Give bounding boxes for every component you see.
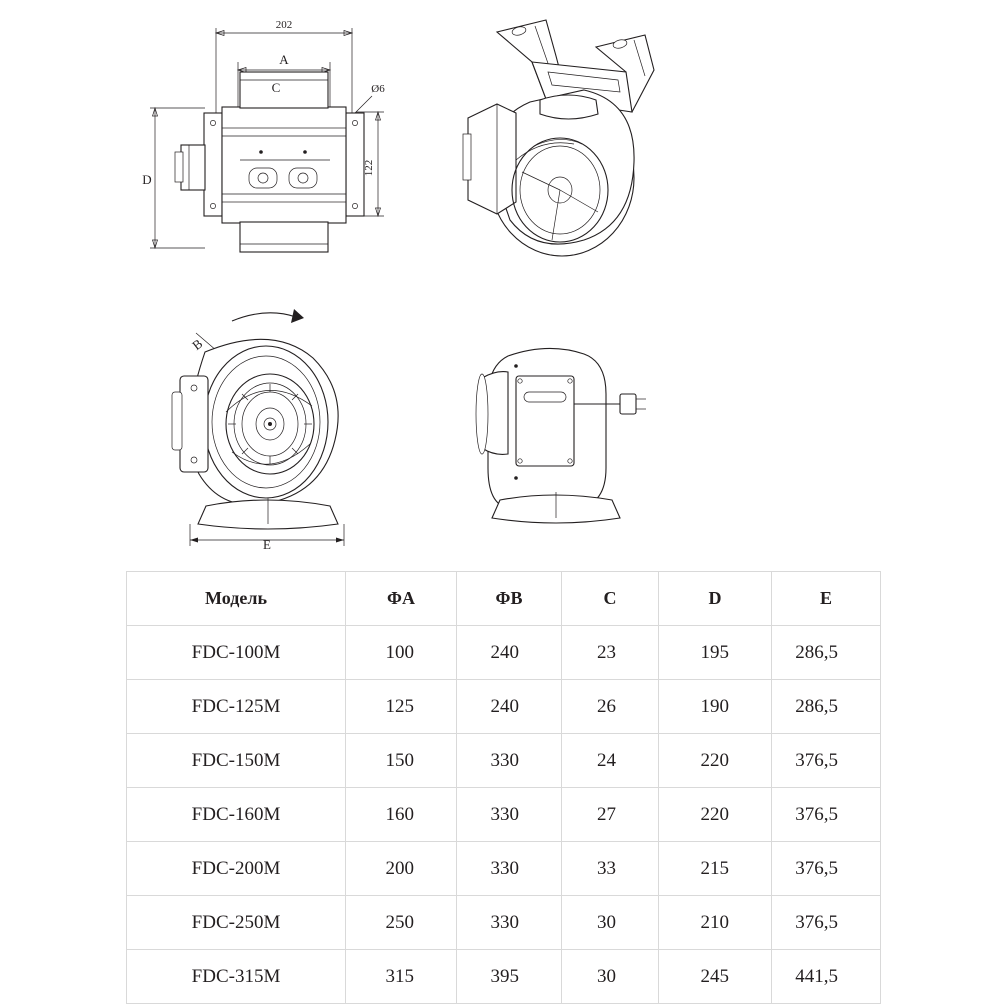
cell-d: 190: [658, 679, 772, 734]
table-row: FDC-125M 125 240 26 190 286,5: [126, 679, 881, 734]
view-front: B E: [171, 309, 345, 552]
cell-phi-a: 100: [345, 625, 457, 680]
spec-table-wrapper: Модель ΦА ΦВ C D E FDC-100M 100 240 23 1…: [126, 571, 881, 1004]
view-rear: [475, 347, 646, 524]
cell-phi-a: 160: [345, 787, 457, 842]
cell-phi-a: 125: [345, 679, 457, 734]
dim-d6-label: Ø6: [371, 83, 385, 95]
view-isometric: [462, 19, 655, 257]
cell-phi-b: 330: [456, 787, 562, 842]
spec-table: Модель ΦА ΦВ C D E FDC-100M 100 240 23 1…: [126, 571, 881, 1004]
cell-c: 27: [561, 787, 659, 842]
cell-e: 376,5: [771, 733, 881, 788]
col-header-model: Модель: [126, 571, 346, 626]
cell-model: FDC-315M: [126, 949, 346, 1004]
cell-c: 23: [561, 625, 659, 680]
cell-phi-a: 250: [345, 895, 457, 950]
dim-202-label: 202: [276, 19, 293, 31]
dim-d-label: D: [142, 172, 151, 187]
table-row: FDC-315M 315 395 30 245 441,5: [126, 949, 881, 1004]
view-top: 202 A C Ø6 D 122: [142, 19, 385, 253]
dim-c-label: C: [272, 80, 281, 95]
cell-phi-b: 330: [456, 895, 562, 950]
dim-e-label: E: [263, 537, 271, 552]
cell-phi-b: 330: [456, 733, 562, 788]
cell-phi-b: 330: [456, 841, 562, 896]
cell-model: FDC-250M: [126, 895, 346, 950]
cell-phi-a: 315: [345, 949, 457, 1004]
col-header-phi-a: ΦА: [345, 571, 457, 626]
cell-e: 441,5: [771, 949, 881, 1004]
cell-phi-a: 150: [345, 733, 457, 788]
cell-model: FDC-150M: [126, 733, 346, 788]
cell-phi-b: 240: [456, 625, 562, 680]
cell-c: 30: [561, 895, 659, 950]
col-header-e: E: [771, 571, 881, 626]
cell-e: 376,5: [771, 787, 881, 842]
technical-drawings-area: 202 A C Ø6 D 122: [142, 19, 655, 552]
cell-c: 24: [561, 733, 659, 788]
dim-b-label: B: [189, 336, 205, 353]
table-row: FDC-150M 150 330 24 220 376,5: [126, 733, 881, 788]
cell-c: 33: [561, 841, 659, 896]
cell-model: FDC-100M: [126, 625, 346, 680]
dim-a-label: A: [279, 52, 289, 67]
col-header-phi-b: ΦВ: [456, 571, 562, 626]
cell-d: 210: [658, 895, 772, 950]
cell-model: FDC-160M: [126, 787, 346, 842]
cell-phi-b: 395: [456, 949, 562, 1004]
cell-d: 220: [658, 787, 772, 842]
cell-phi-b: 240: [456, 679, 562, 734]
table-row: FDC-250M 250 330 30 210 376,5: [126, 895, 881, 950]
table-header-row: Модель ΦА ΦВ C D E: [126, 571, 881, 626]
cell-d: 215: [658, 841, 772, 896]
dim-122-label: 122: [363, 160, 375, 177]
col-header-d: D: [658, 571, 772, 626]
col-header-c: C: [561, 571, 659, 626]
table-row: FDC-100M 100 240 23 195 286,5: [126, 625, 881, 680]
table-row: FDC-160M 160 330 27 220 376,5: [126, 787, 881, 842]
cell-d: 195: [658, 625, 772, 680]
cell-c: 30: [561, 949, 659, 1004]
cell-phi-a: 200: [345, 841, 457, 896]
cell-model: FDC-125M: [126, 679, 346, 734]
cell-e: 286,5: [771, 679, 881, 734]
cell-e: 286,5: [771, 625, 881, 680]
cell-e: 376,5: [771, 841, 881, 896]
table-row: FDC-200M 200 330 33 215 376,5: [126, 841, 881, 896]
cell-c: 26: [561, 679, 659, 734]
cell-d: 220: [658, 733, 772, 788]
cell-d: 245: [658, 949, 772, 1004]
cell-model: FDC-200M: [126, 841, 346, 896]
cell-e: 376,5: [771, 895, 881, 950]
